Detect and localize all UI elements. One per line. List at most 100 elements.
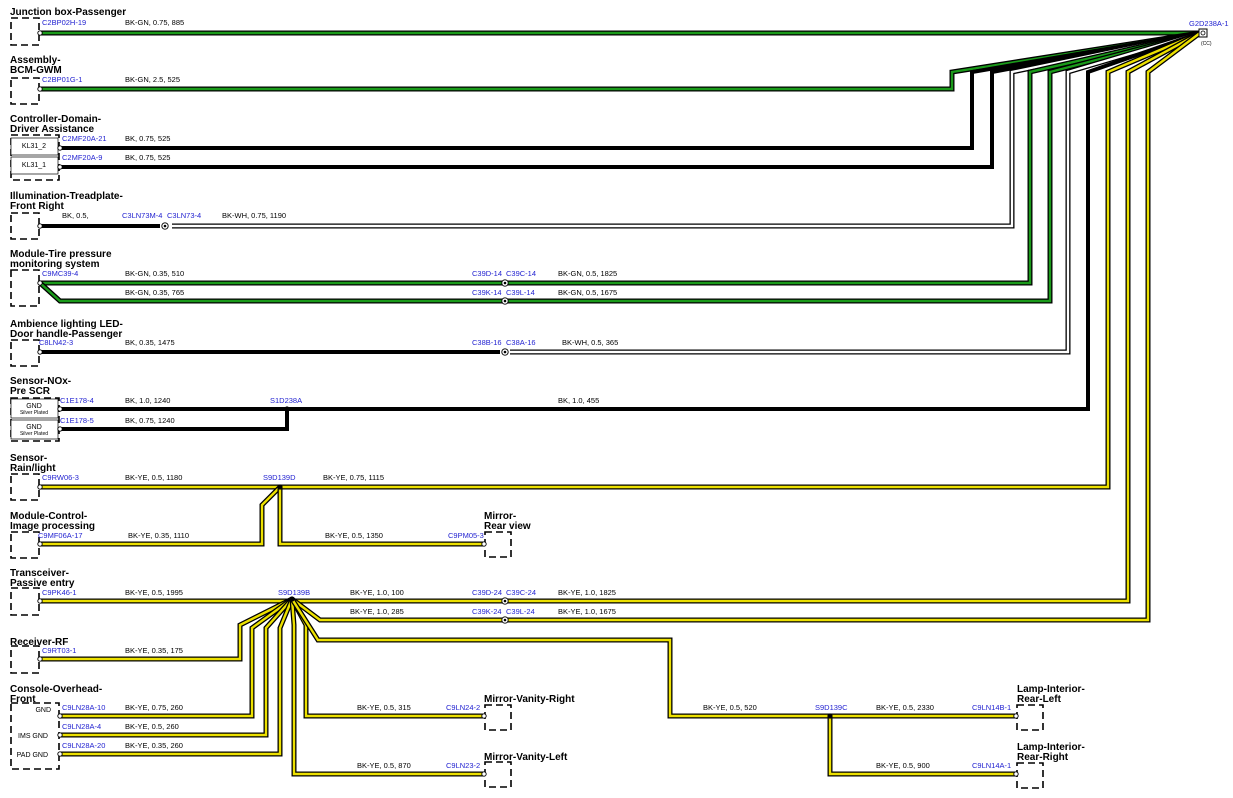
pin-terminal	[37, 656, 43, 662]
vanity-left-name-line: Mirror-Vanity-Left	[484, 752, 568, 763]
wire-spec-label: BK-YE, 1.0, 285	[350, 607, 404, 616]
wire-spec-label: BK-YE, 0.5, 2330	[876, 703, 934, 712]
wire-console-1	[60, 596, 294, 719]
connector-label: C8LN42-3	[39, 338, 73, 347]
connector-label: C39L-14	[506, 288, 535, 297]
transceiver-name-line: Passive entry	[10, 578, 75, 589]
tpms-name-line: Module-Tire pressure	[10, 249, 112, 260]
inline-connector-center	[503, 350, 507, 354]
pin-terminal	[57, 406, 63, 412]
pin-label-console-pad-gnd: PAD GND	[17, 752, 48, 759]
wire-vanity-right	[289, 597, 484, 719]
wire-image-processing	[40, 485, 282, 547]
wire-spec-label: BK-GN, 0.35, 510	[125, 269, 184, 278]
pin-terminal	[481, 713, 487, 719]
wire-spec-label: BK-YE, 1.0, 1825	[558, 588, 616, 597]
connector-label: S9D139B	[278, 588, 310, 597]
pin-terminal	[1013, 713, 1019, 719]
pin-terminal	[57, 751, 63, 757]
wire-spec-label: BK, 0.75, 1240	[125, 416, 175, 425]
ground-connector-label: G2D238A-1	[1189, 19, 1229, 28]
connector-label: C9PM05-3	[448, 531, 484, 540]
wire-layer	[38, 30, 1202, 777]
connector-label: C9LN28A-4	[62, 722, 101, 731]
lamp-rear-left-name-line: Rear-Left	[1017, 694, 1062, 705]
wire-spec-label: BK-GN, 0.5, 1675	[558, 288, 617, 297]
wire-console-3	[60, 598, 295, 757]
connector-label: C9MF06A-17	[38, 531, 83, 540]
console-overhead-name-line: Front	[10, 694, 36, 705]
image-processing-box	[10, 531, 40, 559]
rain-sensor-name-line: Sensor-	[10, 453, 47, 464]
label-layer: G2D238A-1(CC)Junction box-PassengerAssem…	[10, 7, 1229, 777]
junction-box-passenger-box	[10, 17, 40, 46]
lamp-rear-left-name-line: Lamp-Interior-	[1017, 684, 1085, 695]
tpms-name-line: monitoring system	[10, 259, 100, 270]
console-overhead-name-line: Console-Overhead-	[10, 684, 102, 695]
connector-label: C9RW06-3	[42, 473, 79, 482]
controller-domain-name-line: Driver Assistance	[10, 124, 95, 135]
pin-terminal	[37, 86, 43, 92]
bcm-name-line: BCM-GWM	[10, 65, 62, 76]
wire-spec-label: BK-GN, 0.75, 885	[125, 18, 184, 27]
wire-spec-label: BK-YE, 1.0, 1675	[558, 607, 616, 616]
vanity-right-name-line: Mirror-Vanity-Right	[484, 694, 575, 705]
passive-entry-box	[10, 587, 40, 616]
splice-s9d139c	[827, 713, 833, 719]
illumination-treadplate-box	[10, 212, 40, 240]
pin-terminal	[57, 426, 63, 432]
rf-receiver-box	[10, 645, 40, 674]
wire-nox-2	[60, 409, 289, 431]
transceiver-name-line: Transceiver-	[10, 568, 69, 579]
pin-terminal	[57, 164, 63, 170]
rain-light-sensor-box	[10, 473, 40, 501]
wire-rain	[40, 30, 1201, 490]
connector-label: C39C-24	[506, 588, 536, 597]
wire-ambience-bkwh	[510, 30, 1201, 355]
wire-transceiver-2	[290, 31, 1202, 623]
controller-domain-name-line: Controller-Domain-	[10, 114, 101, 125]
wire-spec-label: BK-YE, 0.5, 315	[357, 703, 411, 712]
bcm-gwm-box	[10, 77, 40, 105]
ambience-lighting-box	[10, 339, 40, 367]
lamp-rear-right-name-line: Rear-Right	[1017, 752, 1069, 763]
pin-label-nox-gnd-2: GND	[26, 424, 42, 431]
wire-spec-label: BK-YE, 0.5, 520	[703, 703, 757, 712]
connector-label: C9RT03-1	[42, 646, 76, 655]
wire-lamp-right	[827, 716, 1016, 777]
wire-spec-label: BK, 0.35, 1475	[125, 338, 175, 347]
lamp-rear-right-name-line: Lamp-Interior-	[1017, 742, 1085, 753]
ground-terminal-ring	[1200, 30, 1206, 36]
pin-label-nox-silver-2: Silver Plated	[20, 431, 48, 437]
connector-label: C1E178-5	[60, 416, 94, 425]
wire-vanity-left	[289, 598, 484, 777]
controller-domain-box	[10, 134, 60, 181]
pin-terminal	[37, 223, 43, 229]
wire-spec-label: BK-YE, 0.35, 175	[125, 646, 183, 655]
nox-sensor-box	[10, 397, 60, 442]
connector-label: S1D238A	[270, 396, 302, 405]
wire-spec-label: BK, 1.0, 455	[558, 396, 599, 405]
wire-spec-label: BK-YE, 1.0, 100	[350, 588, 404, 597]
connector-label: C9LN24-2	[446, 703, 480, 712]
pin-label-nox-gnd-1: GND	[26, 403, 42, 410]
pin-label-console-gnd: GND	[35, 707, 51, 714]
inline-connector-center	[503, 618, 507, 622]
pin-terminal	[37, 598, 43, 604]
wire-spec-label: BK-YE, 0.35, 1110	[128, 531, 189, 540]
ground-terminal-icon	[1198, 28, 1208, 38]
nox-sensor-name-line: Pre SCR	[10, 386, 51, 397]
connector-label: C39K-14	[472, 288, 502, 297]
wire-spec-label: BK, 0.75, 525	[125, 153, 170, 162]
pin-label-kl31-1: KL31_1	[22, 162, 46, 169]
pin-label-nox-silver-1: Silver Plated	[20, 410, 48, 416]
connector-label: C9LN23-2	[446, 761, 480, 770]
mirror-rear-view-name-line: Mirror-	[484, 511, 516, 522]
nox-sensor-name-line: Sensor-NOx-	[10, 376, 71, 387]
ambience-name-line: Door handle-Passenger	[10, 329, 122, 340]
image-processing-name-line: Module-Control-	[10, 511, 87, 522]
wire-rf	[40, 596, 294, 662]
connector-label: C9LN14A-1	[972, 761, 1011, 770]
connector-label: C38A-16	[506, 338, 536, 347]
